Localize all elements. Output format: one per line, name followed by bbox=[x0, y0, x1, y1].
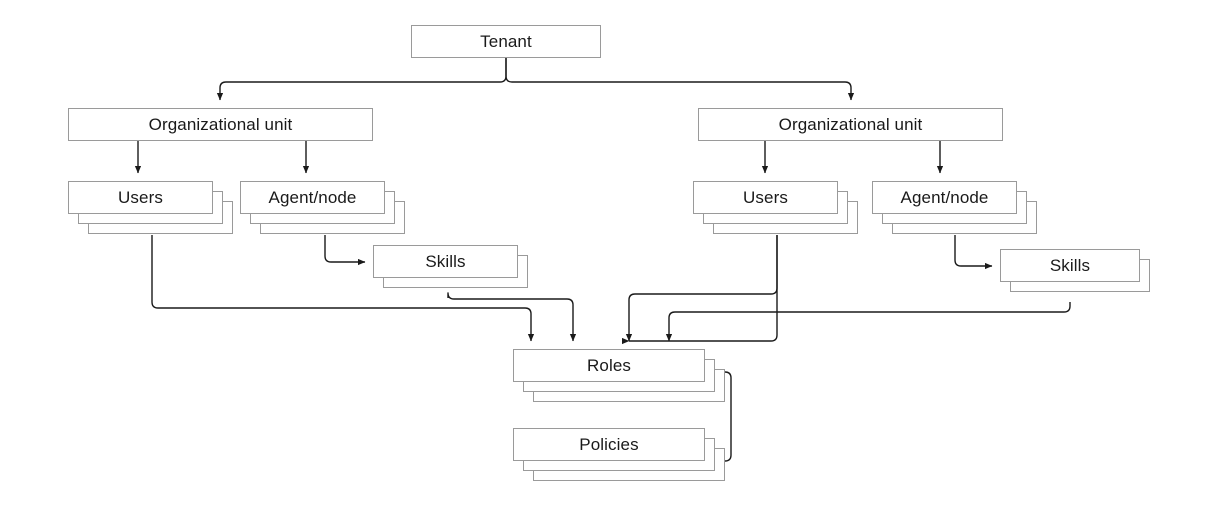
node-roles[interactable]: Roles bbox=[513, 349, 725, 404]
node-policies-card[interactable]: Policies bbox=[513, 428, 705, 461]
node-policies-label: Policies bbox=[579, 435, 639, 454]
edge-agentleft-to-skillsleft bbox=[324, 235, 366, 266]
node-users-left-label: Users bbox=[118, 188, 163, 207]
node-skills-left-card[interactable]: Skills bbox=[373, 245, 518, 278]
node-users-right-card[interactable]: Users bbox=[693, 181, 838, 214]
edge-usersright-stem bbox=[625, 235, 778, 342]
edge-usersright-to-roles bbox=[628, 235, 778, 345]
node-tenant-card[interactable]: Tenant bbox=[411, 25, 601, 58]
edge-skillsright-to-roles bbox=[665, 302, 1071, 342]
node-users-right[interactable]: Users bbox=[693, 181, 858, 236]
node-ou-left-card[interactable]: Organizational unit bbox=[68, 108, 373, 141]
node-users-right-label: Users bbox=[743, 188, 788, 207]
node-users-left[interactable]: Users bbox=[68, 181, 233, 236]
edge-tenant-to-ou-left bbox=[216, 58, 507, 101]
node-agent-left-label: Agent/node bbox=[268, 188, 357, 207]
node-ou-left-label: Organizational unit bbox=[148, 115, 293, 134]
node-tenant-label: Tenant bbox=[480, 32, 532, 51]
node-ou-right-card[interactable]: Organizational unit bbox=[698, 108, 1003, 141]
node-agent-left-card[interactable]: Agent/node bbox=[240, 181, 385, 214]
node-roles-card[interactable]: Roles bbox=[513, 349, 705, 382]
edge-skillsleft-to-roles bbox=[447, 292, 577, 342]
node-ou-right[interactable]: Organizational unit bbox=[698, 108, 1003, 141]
edge-tenant-to-ou-right bbox=[505, 58, 855, 101]
node-agent-right-card[interactable]: Agent/node bbox=[872, 181, 1017, 214]
node-skills-left-label: Skills bbox=[425, 252, 466, 271]
node-agent-right[interactable]: Agent/node bbox=[872, 181, 1037, 236]
node-skills-right-label: Skills bbox=[1049, 256, 1091, 275]
node-agent-right-label: Agent/node bbox=[900, 188, 989, 207]
node-agent-left[interactable]: Agent/node bbox=[240, 181, 405, 236]
node-skills-right[interactable]: Skills bbox=[1000, 249, 1150, 294]
node-roles-label: Roles bbox=[587, 356, 631, 375]
node-skills-right-card[interactable]: Skills bbox=[1000, 249, 1140, 282]
node-skills-left[interactable]: Skills bbox=[373, 245, 528, 290]
node-tenant[interactable]: Tenant bbox=[411, 25, 601, 58]
node-ou-right-label: Organizational unit bbox=[778, 115, 923, 134]
edge-agentright-to-skillsright bbox=[954, 235, 993, 270]
node-users-left-card[interactable]: Users bbox=[68, 181, 213, 214]
node-policies[interactable]: Policies bbox=[513, 428, 725, 483]
node-ou-left[interactable]: Organizational unit bbox=[68, 108, 373, 141]
